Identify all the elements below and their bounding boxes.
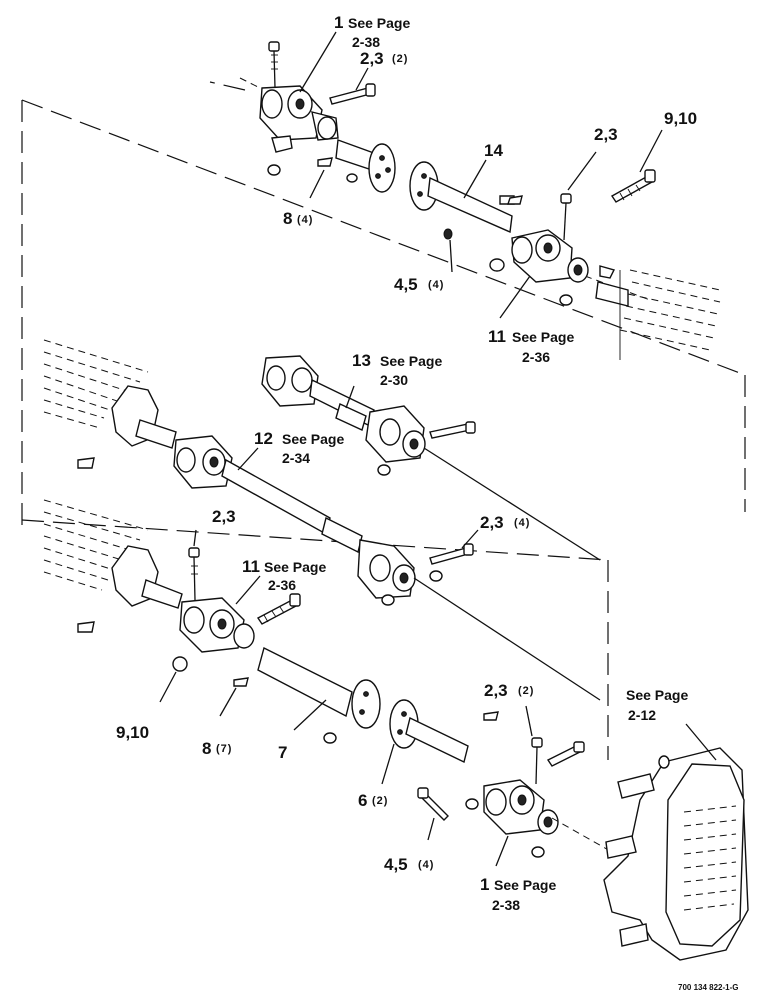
shaft-assembly-13 bbox=[261, 355, 476, 476]
top-right-roller bbox=[595, 269, 721, 360]
callout-1-bottom-reference: See Page bbox=[494, 877, 556, 893]
gearbox-page: 2-12 bbox=[628, 707, 656, 723]
callout-4-5-top-number: 4,5 bbox=[394, 275, 418, 294]
alignment-frame-lines bbox=[21, 81, 746, 760]
top-flange-left bbox=[368, 143, 396, 193]
callout-2-3-middle-number: 2,3 bbox=[480, 513, 504, 532]
callout-2-3-left: 2,3 bbox=[212, 507, 236, 526]
callout-1-bottom-page: 2-38 bbox=[492, 897, 520, 913]
callout-13-number: 13 bbox=[352, 351, 371, 370]
shaft-7 bbox=[257, 646, 353, 718]
callout-labels: 1 See Page 2-38 2,3 (2) 8 (4) 14 2,3 9,1… bbox=[116, 13, 739, 992]
top-left-bolt bbox=[268, 41, 280, 89]
callout-13-page: 2-30 bbox=[380, 372, 408, 388]
callout-11-middle-number: 11 bbox=[242, 557, 260, 576]
callout-11-middle-reference: See Page bbox=[264, 559, 326, 575]
bottom-right-vertical-bolt bbox=[531, 737, 543, 785]
callout-6-number: 6 bbox=[358, 791, 367, 810]
callout-8-bottom-quantity: (7) bbox=[216, 743, 232, 755]
drawing-code: 700 134 822-1-G bbox=[678, 983, 739, 992]
callout-2-3-top-quantity: (2) bbox=[392, 53, 408, 65]
bottom-right-side-bolt bbox=[546, 741, 585, 767]
callout-1-bottom-number: 1 bbox=[480, 875, 489, 894]
callout-14: 14 bbox=[484, 141, 503, 160]
callout-12-page: 2-34 bbox=[282, 450, 310, 466]
bottom-left-long-bolt bbox=[256, 593, 301, 625]
shaft-14 bbox=[427, 176, 513, 234]
callout-2-3-top-number: 2,3 bbox=[360, 49, 384, 68]
callout-12-reference: See Page bbox=[282, 431, 344, 447]
callout-11-middle-page: 2-36 bbox=[268, 577, 296, 593]
callout-12-number: 12 bbox=[254, 429, 273, 448]
callout-2-3-bottom-number: 2,3 bbox=[484, 681, 508, 700]
bottom-flange-left bbox=[351, 679, 381, 729]
bottom-shaft-assembly bbox=[172, 547, 613, 858]
bottom-left-u-joint bbox=[172, 597, 255, 672]
callout-11-top-page: 2-36 bbox=[522, 349, 550, 365]
callout-13-reference: See Page bbox=[380, 353, 442, 369]
callout-9-10-top: 9,10 bbox=[664, 109, 697, 128]
callout-2-3-middle-quantity: (4) bbox=[514, 517, 530, 529]
bottom-right-u-joint bbox=[465, 779, 559, 858]
top-shaft-assembly bbox=[239, 41, 721, 360]
middle-left-roller bbox=[43, 339, 177, 469]
gearbox-reference: See Page bbox=[626, 687, 688, 703]
bottom-left-vertical-bolt bbox=[188, 547, 200, 601]
top-right-long-bolt bbox=[610, 169, 656, 203]
callout-4-5-top-quantity: (4) bbox=[428, 279, 444, 291]
top-nut bbox=[267, 135, 293, 176]
top-key bbox=[317, 157, 333, 167]
leader-lines bbox=[159, 31, 717, 867]
callout-8-bottom-number: 8 bbox=[202, 739, 211, 758]
bottom-bolt-4-5 bbox=[417, 787, 449, 821]
gearbox bbox=[603, 747, 749, 961]
callout-2-3-right: 2,3 bbox=[594, 125, 618, 144]
callout-4-5-bottom-quantity: (4) bbox=[418, 859, 434, 871]
callout-1-top-number: 1 bbox=[334, 13, 343, 32]
callout-11-top-number: 11 bbox=[488, 327, 506, 346]
callout-11-top-reference: See Page bbox=[512, 329, 574, 345]
callout-8-top-number: 8 bbox=[283, 209, 292, 228]
callout-1-top-page: 2-38 bbox=[352, 34, 380, 50]
top-right-vertical-bolt bbox=[560, 193, 572, 241]
callout-4-5-bottom-number: 4,5 bbox=[384, 855, 408, 874]
top-right-u-joint bbox=[489, 229, 589, 306]
shaft-assembly-12 bbox=[173, 435, 601, 701]
bottom-left-roller bbox=[43, 499, 183, 633]
callout-2-3-bottom-quantity: (2) bbox=[518, 685, 534, 697]
top-left-u-joint bbox=[259, 85, 339, 141]
callout-1-top-reference: See Page bbox=[348, 15, 410, 31]
callout-9-10-bottom: 9,10 bbox=[116, 723, 149, 742]
callout-8-top-quantity: (4) bbox=[297, 214, 313, 226]
callout-7: 7 bbox=[278, 743, 287, 762]
callout-6-quantity: (2) bbox=[372, 795, 388, 807]
top-side-bolt bbox=[329, 83, 376, 105]
